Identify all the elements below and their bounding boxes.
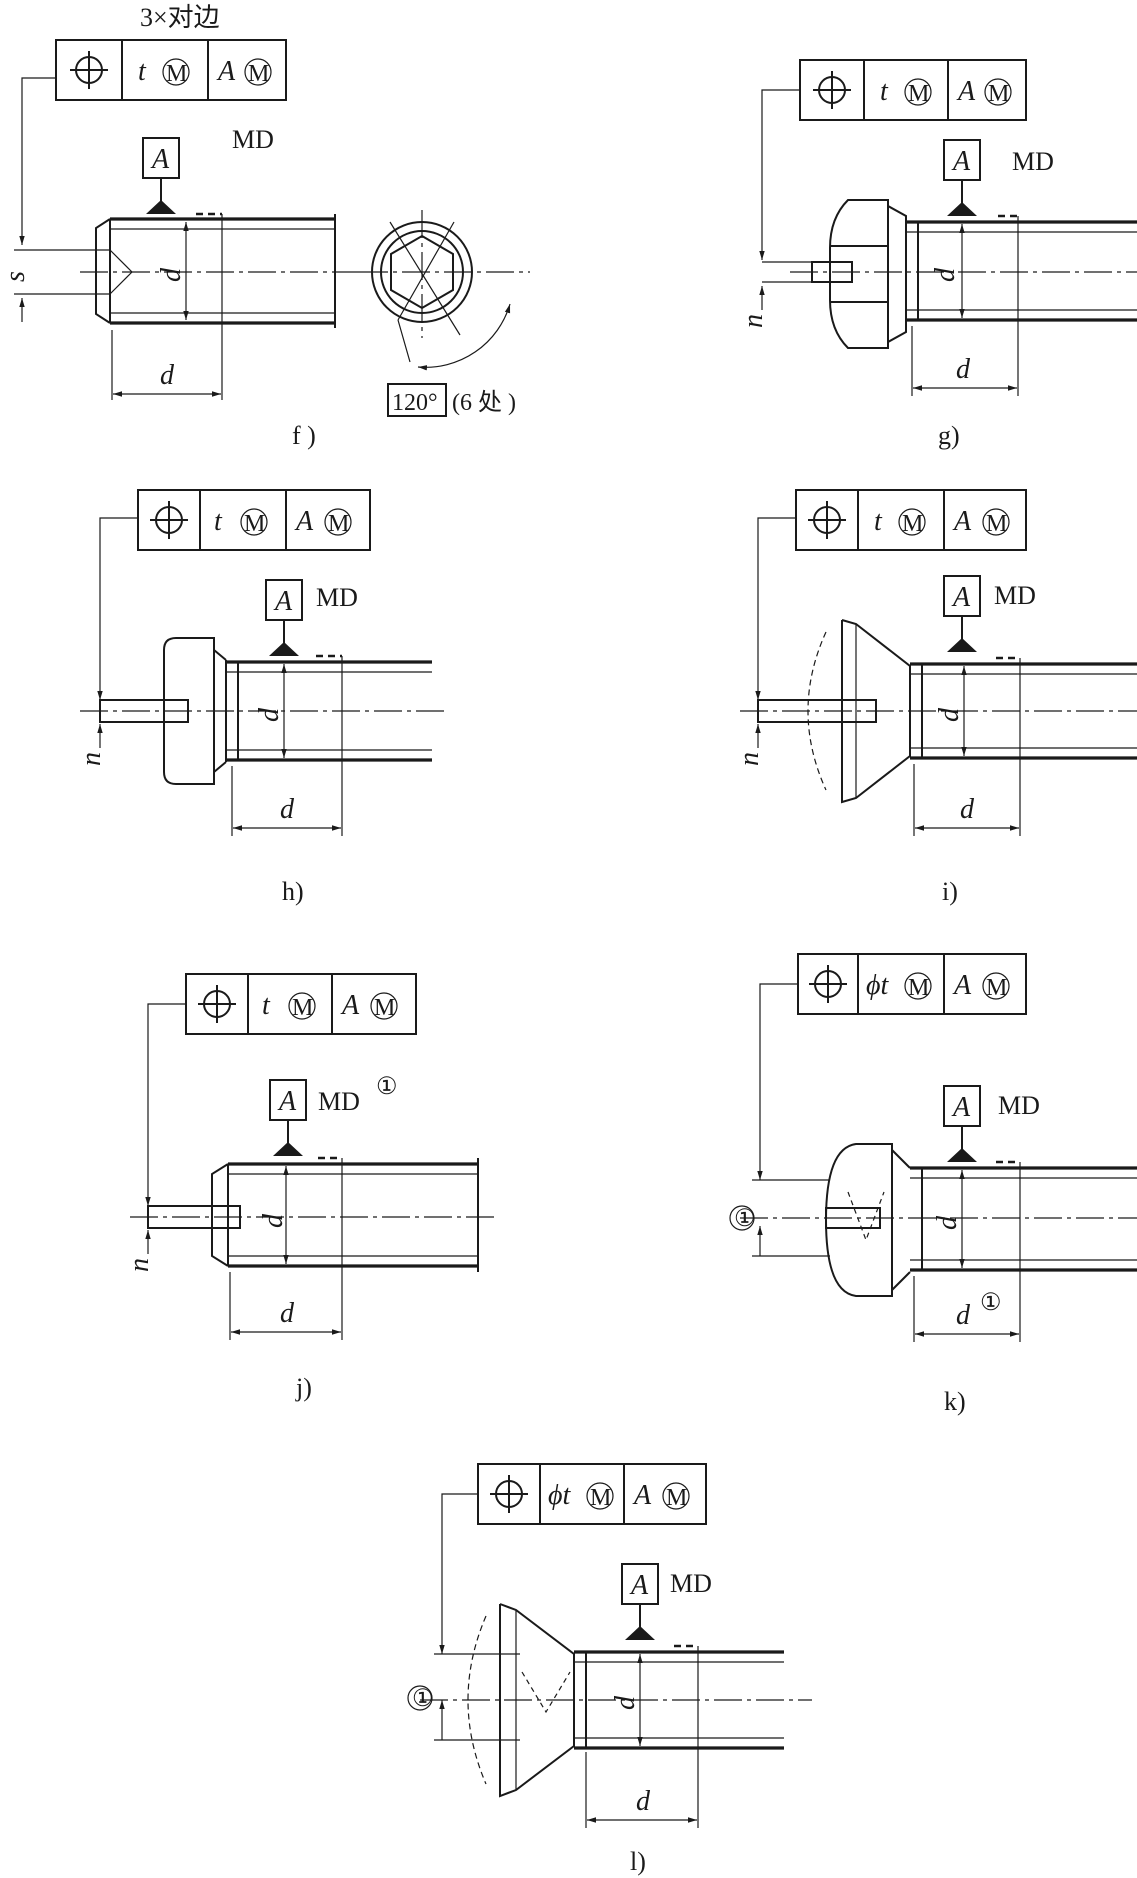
figure-i: t M A M n A MD d d i) xyxy=(734,489,1137,906)
fig-g-tolerance-frame: t M A M xyxy=(799,59,1027,121)
fig-l-mod1: M xyxy=(590,1485,611,1511)
fig-i-mod1: M xyxy=(902,511,923,537)
position-symbol-icon xyxy=(150,501,188,539)
fig-h-md-note: MD xyxy=(316,583,358,612)
fig-f-caption: f ) xyxy=(292,421,316,450)
fig-i-datum: A xyxy=(951,582,971,613)
fig-f-mod2: M xyxy=(248,61,269,87)
fig-f-angle-note: (6 处 ) xyxy=(452,389,516,416)
fig-h-diam-label: d xyxy=(254,707,285,722)
figure-l: ϕt M A M ① A MD d d xyxy=(407,1463,812,1876)
fig-f-frame-cell2: A xyxy=(216,56,236,87)
fig-g-width-label: d xyxy=(956,354,971,385)
position-symbol-icon xyxy=(809,965,847,1003)
fig-k-diam-label: d xyxy=(932,1215,963,1230)
fig-i-side-label: n xyxy=(734,752,765,766)
fig-g-diam-label: d xyxy=(930,267,961,282)
fig-i-frame-cell1: t xyxy=(874,506,883,537)
fig-l-mod2: M xyxy=(666,1485,687,1511)
fig-f-angle-box: 120° xyxy=(392,390,438,416)
fig-k-width-label: d xyxy=(956,1300,971,1331)
fig-k-side-label: ① xyxy=(734,1206,756,1232)
fig-g-caption: g) xyxy=(938,421,960,450)
fig-h-caption: h) xyxy=(282,877,304,906)
fig-h-frame-cell2: A xyxy=(294,506,314,537)
fig-l-side-label: ① xyxy=(412,1686,434,1712)
fig-g-frame-cell1: t xyxy=(880,76,889,107)
fig-k-datum: A xyxy=(951,1092,971,1123)
fig-i-mod2: M xyxy=(986,511,1007,537)
fig-k-frame-cell2: A xyxy=(952,970,972,1001)
fig-f-diam-label: d xyxy=(156,267,187,282)
fig-h-mod1: M xyxy=(244,511,265,537)
fig-i-tolerance-frame: t M A M xyxy=(795,489,1027,551)
fig-j-md-sup: ① xyxy=(376,1074,398,1100)
fig-f-mod1: M xyxy=(166,61,187,87)
fig-h-side-label: n xyxy=(76,752,107,766)
fig-k-tolerance-frame: ϕt M A M xyxy=(797,953,1027,1015)
fig-g-md-note: MD xyxy=(1012,147,1054,176)
fig-j-frame-cell1: t xyxy=(262,990,271,1021)
fig-f-end-view xyxy=(360,210,530,371)
fig-j-mod1: M xyxy=(292,995,313,1021)
fig-k-caption: k) xyxy=(944,1387,966,1416)
position-symbol-icon xyxy=(808,501,846,539)
fig-l-frame-cell1: ϕt xyxy=(548,1480,571,1511)
fig-l-caption: l) xyxy=(630,1847,646,1876)
fig-k-frame-cell1: ϕt xyxy=(866,970,889,1001)
fig-f-frame-cell1: t xyxy=(138,56,147,87)
figure-k: ϕt M A M ① A MD d xyxy=(729,953,1137,1416)
fig-l-diam-label: d xyxy=(610,1695,641,1710)
fig-g-side-label: n xyxy=(738,314,769,328)
fig-l-tolerance-frame: ϕt M A M xyxy=(477,1463,707,1525)
fig-i-diam-label: d xyxy=(934,707,965,722)
figure-f: 3×对边 t M A M s A MD xyxy=(0,3,530,450)
fig-f-width-label: d xyxy=(160,360,175,391)
fig-j-side-label: n xyxy=(124,1258,155,1272)
position-symbol-icon xyxy=(490,1475,528,1513)
fig-f-datum: A xyxy=(150,144,170,175)
fig-l-datum: A xyxy=(629,1570,649,1601)
fig-g-mod2: M xyxy=(988,81,1009,107)
fig-h-mod2: M xyxy=(328,511,349,537)
fig-i-frame-cell2: A xyxy=(952,506,972,537)
fig-f-md-note: MD xyxy=(232,125,274,154)
fig-l-frame-cell2: A xyxy=(632,1480,652,1511)
position-symbol-icon xyxy=(70,51,108,89)
fig-g-datum: A xyxy=(951,146,971,177)
figure-h: t M A M n A MD d d h) xyxy=(76,489,448,906)
fig-f-side-label: s xyxy=(0,271,31,282)
fig-k-mod1: M xyxy=(908,975,929,1001)
fig-h-datum: A xyxy=(273,586,293,617)
fig-f-tolerance-frame: t M A M xyxy=(55,39,287,101)
fig-j-md-note: MD xyxy=(318,1087,360,1116)
fig-h-tolerance-frame: t M A M xyxy=(137,489,371,551)
fig-j-frame-cell2: A xyxy=(340,990,360,1021)
fig-k-width-sup: ① xyxy=(980,1290,1002,1316)
fig-j-width-label: d xyxy=(280,1298,295,1329)
fig-j-caption: j) xyxy=(295,1373,312,1402)
fig-i-caption: i) xyxy=(942,877,958,906)
fig-j-tolerance-frame: t M A M xyxy=(185,973,417,1035)
fig-k-md-note: MD xyxy=(998,1091,1040,1120)
position-symbol-icon xyxy=(813,71,851,109)
fig-l-md-note: MD xyxy=(670,1569,712,1598)
figure-g: t M A M n A MD d d xyxy=(738,59,1137,450)
fig-k-mod2: M xyxy=(986,975,1007,1001)
fig-f-top-note: 3×对边 xyxy=(140,3,220,32)
position-symbol-icon xyxy=(198,985,236,1023)
fig-h-frame-cell1: t xyxy=(214,506,223,537)
fig-i-width-label: d xyxy=(960,794,975,825)
fig-i-md-note: MD xyxy=(994,581,1036,610)
fig-g-frame-cell2: A xyxy=(956,76,976,107)
fig-j-mod2: M xyxy=(374,995,395,1021)
fig-g-mod1: M xyxy=(908,81,929,107)
fig-h-width-label: d xyxy=(280,794,295,825)
fig-j-datum: A xyxy=(277,1086,297,1117)
figure-j: t M A M n A MD ① d d j) xyxy=(124,973,494,1402)
fig-j-diam-label: d xyxy=(258,1213,289,1228)
fig-l-width-label: d xyxy=(636,1786,651,1817)
